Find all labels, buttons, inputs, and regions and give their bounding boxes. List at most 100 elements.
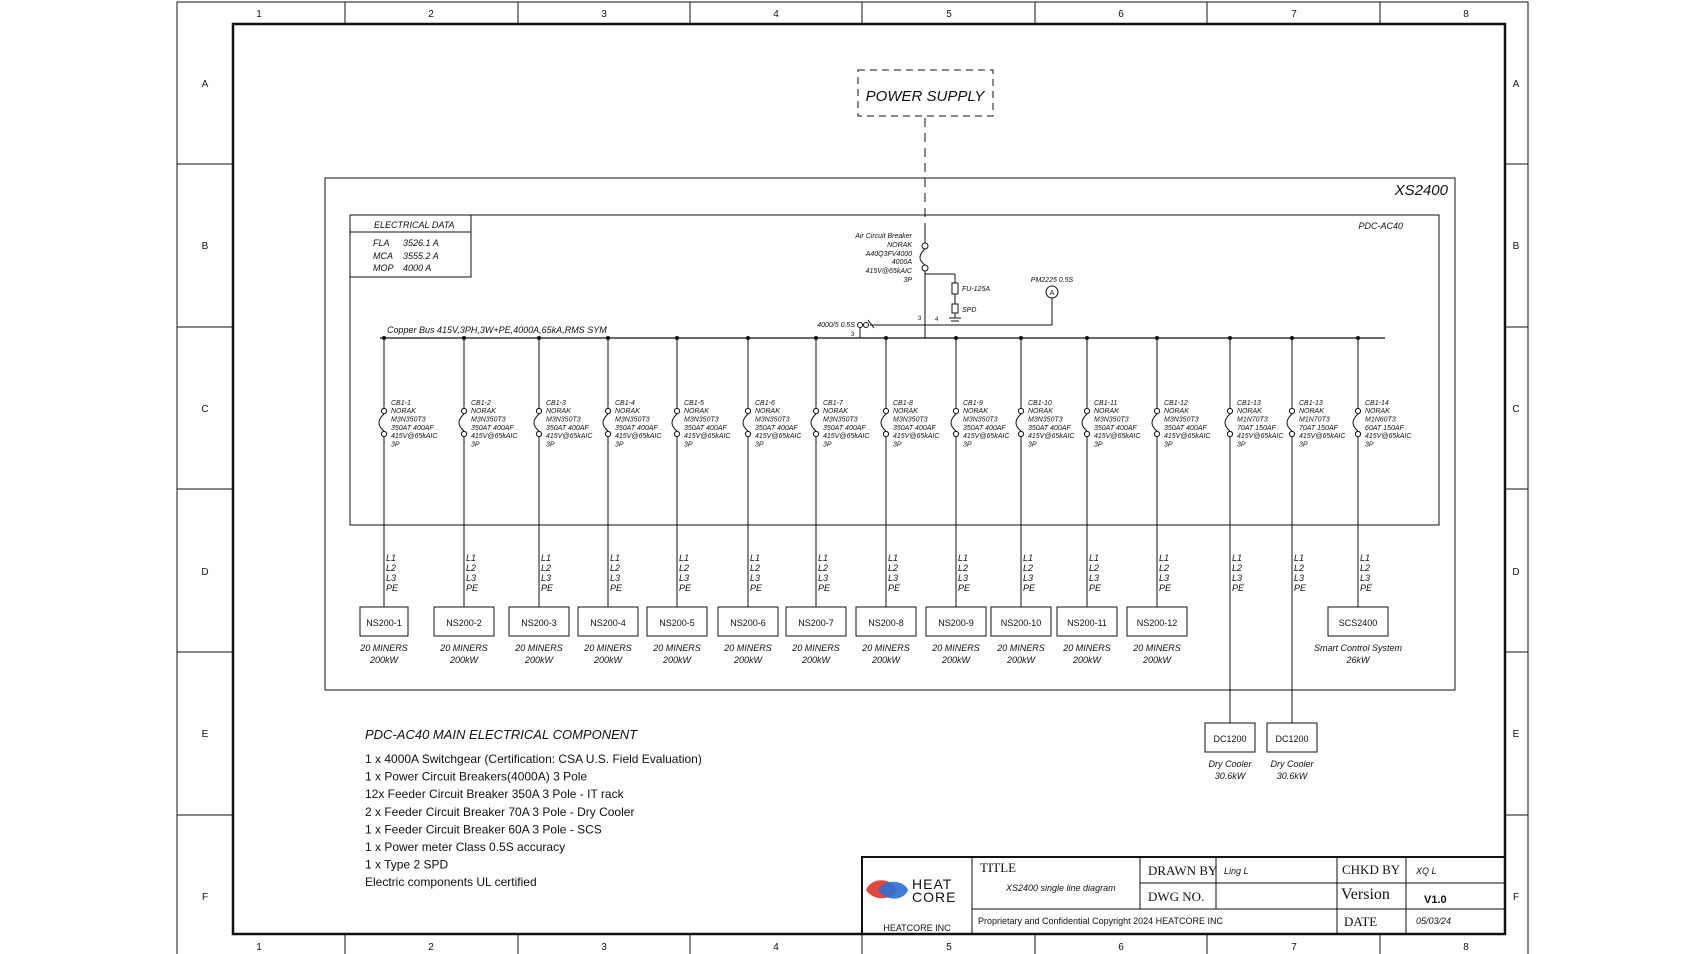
ct-terminal-a: 3: [851, 332, 855, 338]
load-power: 200kW: [524, 655, 555, 665]
breaker-spec: 3P: [391, 442, 400, 449]
load-name: NS200-9: [938, 618, 974, 628]
phase-label: L2: [1023, 563, 1033, 573]
load-name: DC1200: [1275, 734, 1308, 744]
main-breaker-line-1: Air Circuit Breaker: [854, 233, 912, 240]
load-box: [785, 606, 847, 637]
component-item: 2 x Feeder Circuit Breaker 70A 3 Pole - …: [365, 805, 634, 819]
component-item: 1 x Feeder Circuit Breaker 60A 3 Pole - …: [365, 822, 602, 836]
breaker-spec: M3N350T3: [615, 416, 650, 423]
breaker-spec: 3P: [1237, 442, 1246, 449]
grid-row-label: B: [1513, 241, 1520, 252]
logo-blue-mark: [878, 881, 908, 899]
phase-label: PE: [679, 583, 692, 593]
spd-symbol: [951, 303, 959, 314]
load-desc: 20 MINERS: [514, 643, 563, 653]
breaker-arc: [1151, 413, 1158, 432]
electrical-data-frame: [349, 214, 472, 278]
grid-column-label: 3: [601, 9, 607, 20]
breaker-spec: 415V@65kAIC: [546, 433, 593, 440]
breaker-arc: [378, 413, 385, 432]
date-label: DATE: [1344, 914, 1377, 929]
component-list-title: PDC-AC40 MAIN ELECTRICAL COMPONENT: [365, 727, 638, 742]
phase-label: PE: [541, 583, 554, 593]
spd-label: SPD: [962, 307, 976, 314]
breaker-id: CB1-1: [391, 400, 411, 407]
phase-label: L1: [1089, 553, 1099, 563]
phase-label: L1: [541, 553, 551, 563]
load-name: NS200-3: [521, 618, 557, 628]
grid-column-label: 2: [428, 942, 434, 953]
breaker-spec: NORAK: [1094, 408, 1119, 415]
breaker-spec: 415V@65kAIC: [1164, 433, 1211, 440]
main-breaker-contact-bottom: [921, 264, 929, 272]
breaker-contact-bottom: [1017, 430, 1025, 438]
load-name: NS200-4: [590, 618, 626, 628]
phase-label: PE: [888, 583, 901, 593]
grid-column-label: 2: [428, 9, 434, 20]
load-desc: Dry Cooler: [1208, 759, 1252, 769]
breaker-arc: [950, 413, 957, 432]
breaker-spec: NORAK: [615, 408, 640, 415]
breaker-spec: M3N350T3: [391, 416, 426, 423]
breaker-id: CB1-13: [1299, 400, 1323, 407]
phase-label: L2: [610, 563, 620, 573]
load-desc: 20 MINERS: [1132, 643, 1181, 653]
breaker-spec: 415V@65kAIC: [1365, 433, 1412, 440]
breaker-contact-bottom: [1153, 430, 1161, 438]
grid-column-label: 6: [1118, 942, 1124, 953]
breaker-spec: 415V@65kAIC: [391, 433, 438, 440]
breaker-spec: 350AT 400AF: [823, 425, 866, 432]
phase-label: PE: [466, 583, 479, 593]
drawn-by-label: DRAWN BY: [1148, 863, 1218, 878]
phase-label: L3: [888, 573, 898, 583]
breaker-arc: [533, 413, 540, 432]
breaker-contact-bottom: [744, 430, 752, 438]
phase-label: L3: [818, 573, 828, 583]
breaker-spec: 3P: [1094, 442, 1103, 449]
load-box: [717, 606, 779, 637]
main-breaker-line-2: NORAK: [887, 242, 912, 249]
load-power: 200kW: [871, 655, 902, 665]
load-power: 26kW: [1345, 655, 1371, 665]
breaker-contact-top: [1017, 407, 1025, 415]
breaker-id: CB1-5: [684, 400, 704, 407]
phase-label: L2: [1360, 563, 1370, 573]
breaker-contact-bottom: [882, 430, 890, 438]
phase-label: L3: [541, 573, 551, 583]
phase-label: L3: [1159, 573, 1169, 583]
breaker-spec: NORAK: [1164, 408, 1189, 415]
phase-label: PE: [750, 583, 763, 593]
phase-label: L2: [750, 563, 760, 573]
breaker-spec: 415V@65kAIC: [823, 433, 870, 440]
phase-label: L2: [1294, 563, 1304, 573]
electrical-data-title: ELECTRICAL DATA: [374, 220, 455, 230]
load-desc: 20 MINERS: [359, 643, 408, 653]
breaker-arc: [1224, 413, 1231, 432]
breaker-spec: 415V@65kAIC: [755, 433, 802, 440]
breaker-spec: 350AT 400AF: [684, 425, 727, 432]
mca-key: MCA: [373, 251, 393, 261]
breaker-spec: NORAK: [963, 408, 988, 415]
phase-label: L2: [888, 563, 898, 573]
breaker-spec: 415V@65kAIC: [893, 433, 940, 440]
breaker-id: CB1-9: [963, 400, 983, 407]
breaker-contact-top: [1288, 407, 1296, 415]
phase-label: L3: [1294, 573, 1304, 583]
phase-label: L2: [386, 563, 396, 573]
load-name: NS200-10: [1001, 618, 1042, 628]
breaker-spec: NORAK: [755, 408, 780, 415]
breaker-spec: 350AT 400AF: [615, 425, 658, 432]
electrical-data-table: ELECTRICAL DATA FLA 3526.1 A MCA 3555.2 …: [349, 214, 472, 278]
enclosure-box: [324, 177, 1456, 691]
component-item: 12x Feeder Circuit Breaker 350A 3 Pole -…: [365, 787, 625, 801]
phase-label: L1: [466, 553, 476, 563]
phase-label: L1: [1360, 553, 1370, 563]
load-name: NS200-12: [1137, 618, 1178, 628]
breaker-arc: [458, 413, 465, 432]
breaker-spec: M3N350T3: [755, 416, 790, 423]
mop-key: MOP: [373, 263, 394, 273]
logo-text-bottom: CORE: [912, 889, 956, 905]
